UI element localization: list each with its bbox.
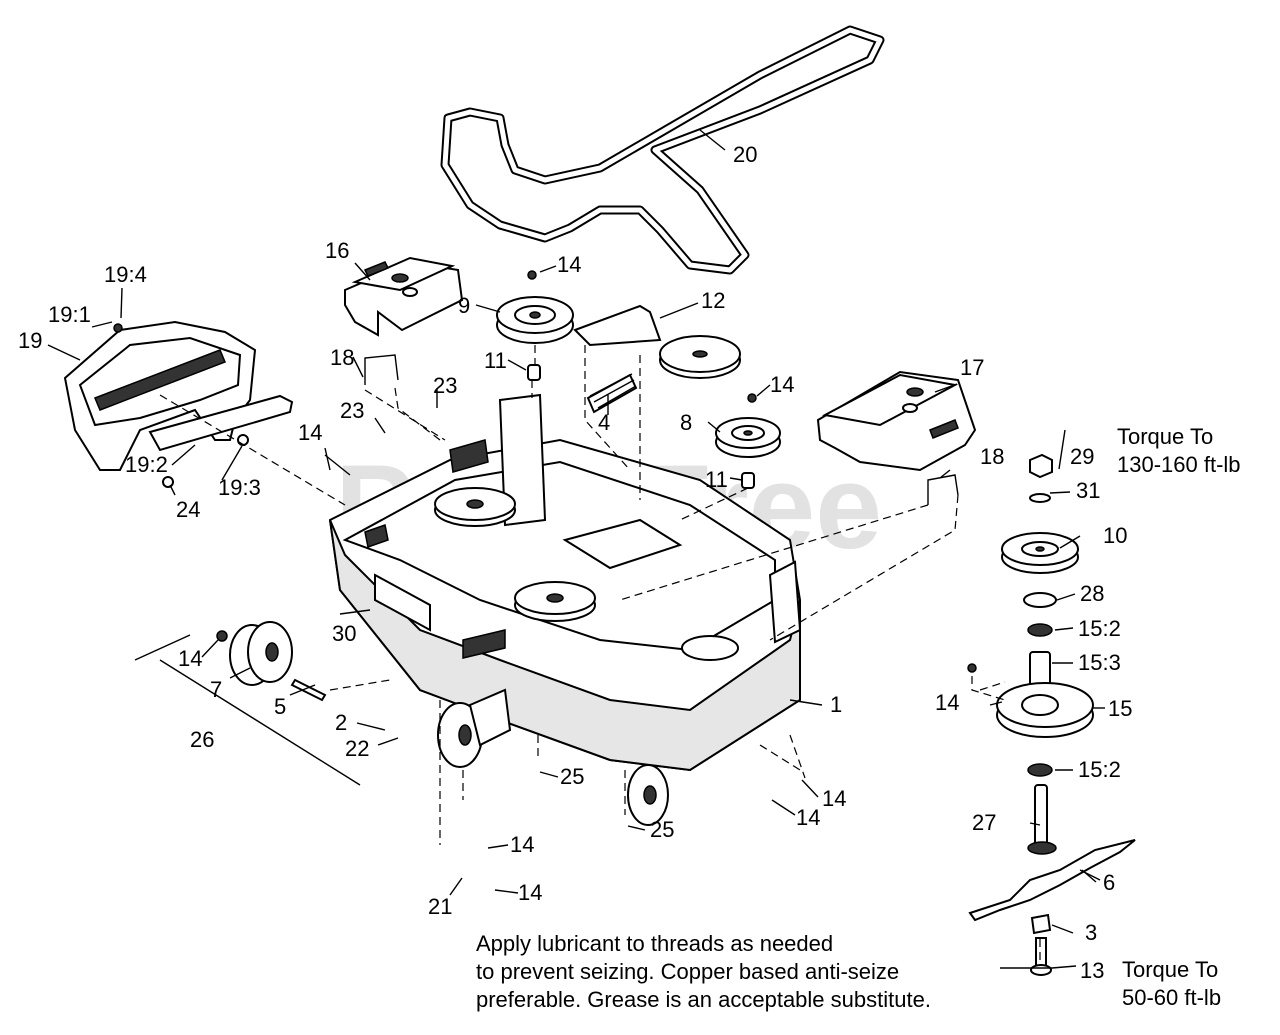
callout-23-b: 23 bbox=[340, 398, 364, 423]
callout-14-f: 14 bbox=[822, 786, 846, 811]
callout-12: 12 bbox=[701, 288, 725, 313]
callout-19: 19 bbox=[18, 328, 42, 353]
callout-1: 1 bbox=[830, 692, 842, 717]
callout-3: 3 bbox=[1085, 920, 1097, 945]
pulley-9 bbox=[496, 270, 574, 381]
center-belt-cover bbox=[344, 256, 464, 337]
callout-7: 7 bbox=[210, 677, 222, 702]
callout-23-a: 23 bbox=[433, 373, 457, 398]
left-belt-cover bbox=[63, 320, 294, 488]
callout-25-b: 25 bbox=[650, 817, 674, 842]
callout-10: 10 bbox=[1103, 523, 1127, 548]
callout-25-a: 25 bbox=[560, 764, 584, 789]
callout-14-i: 14 bbox=[518, 880, 542, 905]
drive-belt bbox=[440, 25, 885, 275]
callout-14-g: 14 bbox=[796, 805, 820, 830]
callout-4: 4 bbox=[598, 410, 610, 435]
callout-11-b: 11 bbox=[705, 467, 728, 492]
callout-15-2-a: 15:2 bbox=[1078, 616, 1121, 641]
callout-14-d: 14 bbox=[935, 690, 959, 715]
note-line3: preferable. Grease is an acceptable subs… bbox=[476, 987, 931, 1012]
torque-notes: Torque To 130-160 ft-lb Torque To 50-60 … bbox=[1117, 424, 1241, 1010]
callout-18-b: 18 bbox=[980, 444, 1004, 469]
callout-24: 24 bbox=[176, 497, 200, 522]
callout-15: 15 bbox=[1108, 696, 1132, 721]
idler-assembly bbox=[573, 304, 741, 414]
callout-30: 30 bbox=[332, 621, 356, 646]
pulley-8 bbox=[715, 393, 781, 489]
callout-16: 16 bbox=[325, 238, 349, 263]
callout-5: 5 bbox=[274, 694, 286, 719]
callout-22: 22 bbox=[345, 736, 369, 761]
callout-14-c: 14 bbox=[298, 420, 322, 445]
callout-19-3: 19:3 bbox=[218, 475, 261, 500]
callout-15-3: 15:3 bbox=[1078, 650, 1121, 675]
gauge-wheel-assembly bbox=[134, 621, 361, 786]
callout-leaders bbox=[47, 129, 1105, 969]
callout-20: 20 bbox=[733, 142, 757, 167]
lubricant-note: Apply lubricant to threads as needed to … bbox=[476, 931, 931, 1012]
callout-17: 17 bbox=[960, 355, 984, 380]
callout-9: 9 bbox=[458, 293, 470, 318]
callout-26: 26 bbox=[190, 727, 214, 752]
torque-bottom-line2: 50-60 ft-lb bbox=[1122, 985, 1221, 1010]
torque-top-line2: 130-160 ft-lb bbox=[1117, 452, 1241, 477]
callout-19-2: 19:2 bbox=[125, 452, 168, 477]
callout-19-4: 19:4 bbox=[104, 262, 147, 287]
callout-18-a: 18 bbox=[330, 345, 354, 370]
callout-14-b: 14 bbox=[770, 372, 794, 397]
callout-31: 31 bbox=[1076, 478, 1100, 503]
spindle-assembly bbox=[967, 453, 1136, 976]
note-line1: Apply lubricant to threads as needed bbox=[476, 931, 833, 956]
mower-deck bbox=[328, 393, 802, 772]
callouts: 20 16 17 19:4 19:1 19 19:2 19:3 24 14 9 … bbox=[18, 142, 1132, 983]
leader-lines bbox=[159, 345, 1041, 960]
callout-14-e: 14 bbox=[178, 646, 202, 671]
callout-13: 13 bbox=[1080, 958, 1104, 983]
right-belt-cover bbox=[816, 370, 977, 472]
front-caster-wheels bbox=[437, 688, 669, 826]
callout-8: 8 bbox=[680, 410, 692, 435]
callout-15-2-b: 15:2 bbox=[1078, 757, 1121, 782]
callout-14-a: 14 bbox=[557, 252, 581, 277]
callout-14-h: 14 bbox=[510, 832, 534, 857]
callout-2: 2 bbox=[335, 710, 347, 735]
callout-28: 28 bbox=[1080, 581, 1104, 606]
callout-6: 6 bbox=[1103, 870, 1115, 895]
callout-21: 21 bbox=[428, 894, 452, 919]
torque-top-line1: Torque To bbox=[1117, 424, 1213, 449]
callout-11-a: 11 bbox=[484, 348, 507, 373]
callout-19-1: 19:1 bbox=[48, 302, 91, 327]
note-line2: to prevent seizing. Copper based anti-se… bbox=[476, 959, 899, 984]
callout-27: 27 bbox=[972, 810, 996, 835]
torque-bottom-line1: Torque To bbox=[1122, 957, 1218, 982]
callout-29: 29 bbox=[1070, 444, 1094, 469]
